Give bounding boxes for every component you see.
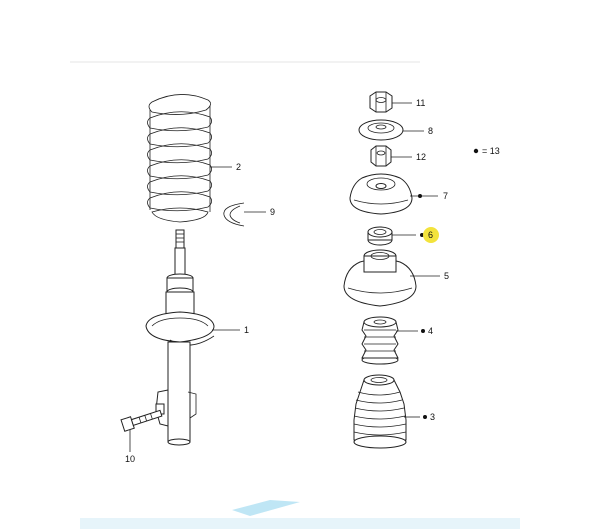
callout-9: 9 — [270, 207, 275, 217]
callout-8: 8 — [428, 126, 433, 136]
bottom-accent — [232, 500, 300, 516]
top-nut — [369, 91, 393, 113]
marker-4 — [421, 329, 425, 333]
callout-2: 2 — [236, 162, 241, 172]
legend-note: = 13 — [482, 146, 500, 156]
callout-7: 7 — [443, 191, 448, 201]
callout-12: 12 — [416, 152, 426, 162]
callout-11: 11 — [416, 98, 425, 108]
marker-7 — [418, 194, 422, 198]
dust-boot — [353, 374, 407, 449]
strut-body — [145, 273, 215, 446]
callout-6: 6 — [428, 230, 433, 240]
top-mount — [349, 173, 413, 215]
callout-5: 5 — [444, 271, 449, 281]
bearing-ring — [367, 226, 393, 246]
bolt — [120, 409, 163, 432]
marker-6 — [420, 233, 424, 237]
callout-3: 3 — [430, 412, 435, 422]
callout-4: 4 — [428, 326, 433, 336]
highlight-marker — [423, 227, 439, 243]
piston-rod — [174, 229, 186, 277]
coil-spring — [147, 94, 212, 223]
callout-1: 1 — [244, 325, 249, 335]
legend-dot — [473, 148, 479, 154]
spring-clip — [223, 202, 245, 227]
cup-washer — [358, 119, 404, 141]
bottom-strip — [80, 518, 520, 529]
bump-stop — [361, 316, 399, 365]
marker-3 — [423, 415, 427, 419]
lock-nut — [370, 145, 392, 167]
spring-seat — [343, 249, 417, 307]
callout-10: 10 — [125, 454, 135, 464]
